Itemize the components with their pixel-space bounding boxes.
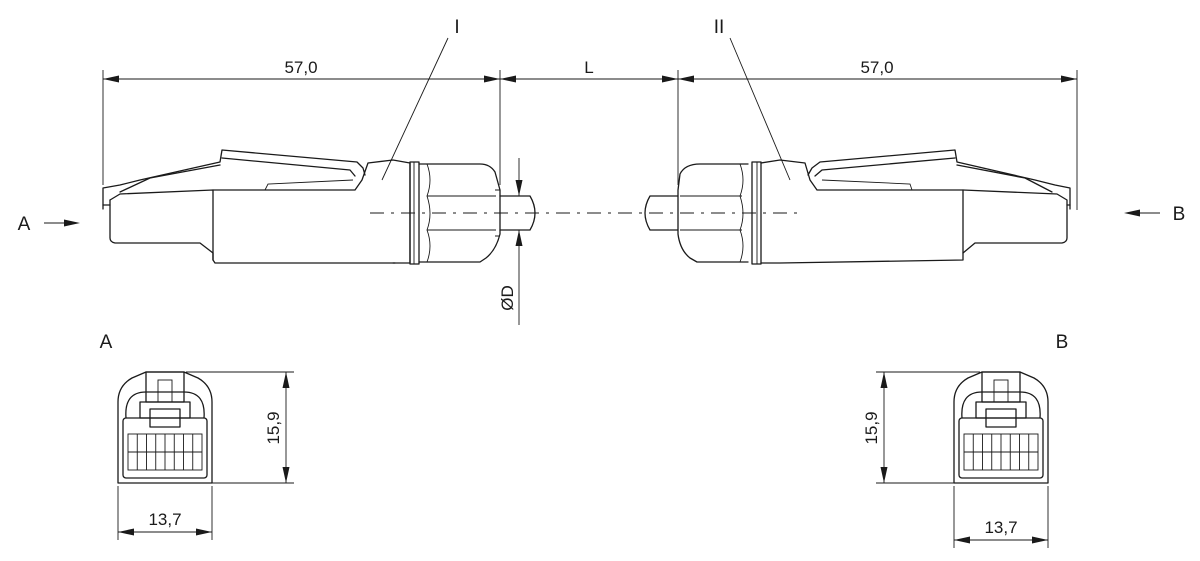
view-a-title: A: [100, 332, 113, 353]
view-b-width-label: 13,7: [984, 518, 1017, 537]
view-a-dimensions: [117, 371, 294, 540]
view-b-arrow-label: B: [1173, 204, 1186, 225]
right-plug-length-label: 57,0: [860, 58, 893, 77]
left-plug-length-label: 57,0: [284, 58, 317, 77]
detail-2-leader: [729, 37, 791, 181]
view-b-front-view: [953, 371, 1049, 484]
view-a-height-label: 15,9: [264, 411, 283, 444]
right-plug-side-view: [644, 149, 1078, 265]
left-plug-side-view: [102, 149, 536, 265]
detail-1-label: I: [454, 17, 459, 38]
view-a-width-label: 13,7: [148, 510, 181, 529]
detail-2-label: II: [714, 17, 725, 38]
view-a-arrow: [44, 219, 80, 227]
detail-1-leader: [381, 37, 449, 181]
view-b-height-label: 15,9: [862, 411, 881, 444]
diameter-dimension: [515, 158, 523, 325]
top-dimension-lines: [102, 70, 1078, 185]
cable-length-label: L: [584, 58, 593, 77]
view-b-dimensions: [876, 371, 1049, 548]
view-a-front-view: [117, 371, 213, 484]
view-a-arrow-label: A: [18, 214, 31, 235]
view-b-arrow: [1124, 209, 1160, 217]
cable-diameter-label: ØD: [498, 285, 517, 311]
view-b-title: B: [1056, 332, 1069, 353]
